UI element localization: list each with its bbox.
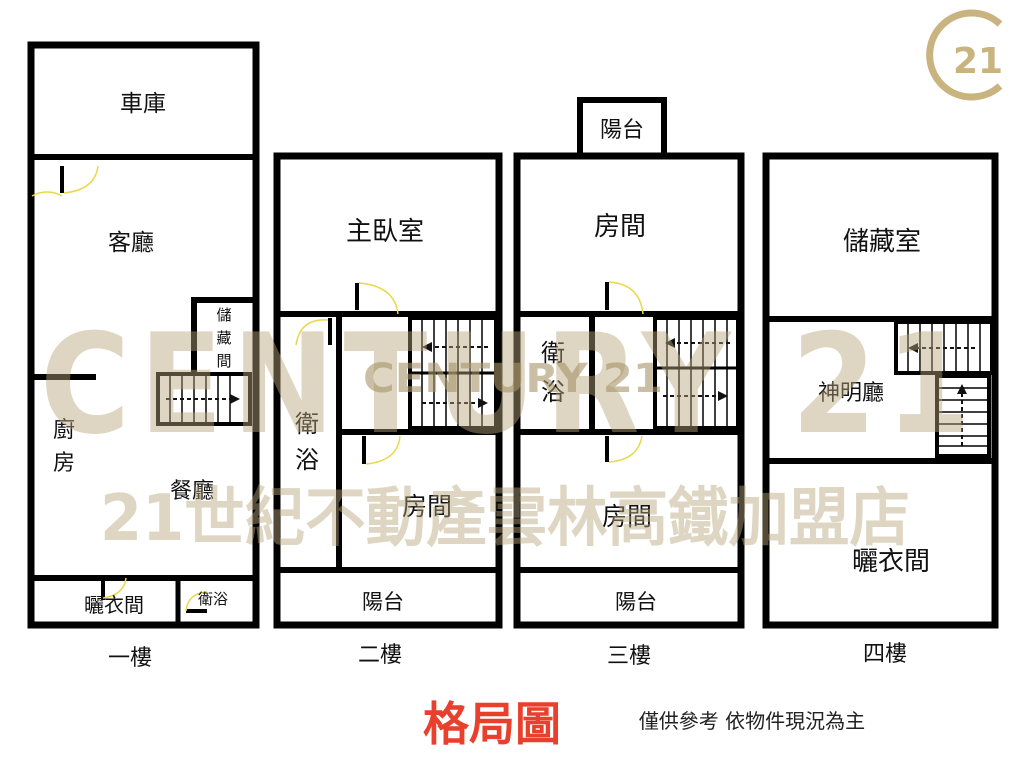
floor-1-laundry-door — [101, 577, 127, 600]
floor-2-plan: 主臥室 衛 浴 房間 陽台 二樓 — [273, 152, 503, 668]
room-label-living: 客廳 — [108, 230, 154, 256]
room-label-room-3-top: 房間 — [594, 212, 646, 242]
watermark-inner: CENTURY 21 — [363, 356, 663, 402]
disclaimer-note: 僅供參考 依物件現況為主 — [639, 709, 865, 733]
century21-logo: 21 — [926, 9, 1003, 101]
room-label-kitchen-2: 房 — [53, 451, 75, 476]
floor-2-room-door — [362, 435, 401, 465]
room-label-storage-1: 儲 — [216, 306, 231, 324]
floor-2-outer-wall — [273, 152, 503, 629]
room-label-shrine: 神明廳 — [818, 381, 884, 406]
floor-plan-title: 格局圖 — [423, 697, 561, 751]
watermark-brand: CENTURY 21 — [40, 304, 980, 465]
room-label-balcony-3-top: 陽台 — [600, 118, 644, 143]
floor-label-4: 四樓 — [863, 642, 907, 667]
room-label-kitchen-1: 廚 — [53, 418, 75, 443]
room-label-dining: 餐廳 — [170, 479, 214, 504]
logo-text: 21 — [953, 41, 1003, 82]
watermark: CENTURY 21 21世紀不動產雲林高鐵加盟店 — [40, 304, 980, 556]
floor-label-2: 二樓 — [358, 643, 402, 668]
floor-3-plan: 陽台 房間 衛 浴 房間 陽台 三樓 — [513, 97, 745, 669]
floor-4-plan: 儲藏室 神明廳 曬衣間 四樓 — [762, 152, 999, 667]
room-label-room-2: 房間 — [402, 492, 452, 521]
floor-3-room-bottom-door — [605, 435, 643, 463]
floor-1-outer-wall — [27, 41, 260, 629]
floor-3-stairs — [653, 316, 740, 430]
watermark-inner-brand: CENTURY 21 — [363, 356, 663, 402]
room-label-balcony-2: 陽台 — [362, 590, 404, 614]
floor-2-master-door — [355, 282, 399, 315]
floor-3-outer-wall — [513, 152, 745, 629]
floor-4-outer-wall — [762, 152, 999, 629]
room-label-bath: 衛浴 — [198, 590, 228, 608]
room-label-bath-3-1: 衛 — [541, 339, 565, 367]
floor-1-storage-wall — [191, 297, 256, 374]
floor-1-bath-door — [185, 591, 208, 613]
room-label-master: 主臥室 — [346, 217, 424, 247]
watermark-store: 21世紀不動產雲林高鐵加盟店 — [100, 482, 910, 556]
room-label-storage-2: 藏 — [216, 329, 231, 347]
room-label-garage: 車庫 — [120, 91, 166, 117]
floor-label-3: 三樓 — [607, 644, 651, 669]
floor-1-stairs — [156, 372, 252, 426]
floor-label-1: 一樓 — [108, 646, 152, 671]
room-label-storage-4: 儲藏室 — [843, 227, 921, 257]
floor-4-stairs-lower — [935, 374, 991, 458]
room-label-laundry: 曬衣間 — [84, 593, 144, 617]
room-label-bath-3-2: 浴 — [541, 378, 565, 406]
room-label-room-3-bottom: 房間 — [602, 502, 652, 531]
floor-1-door — [31, 165, 99, 197]
room-label-balcony-3: 陽台 — [615, 590, 657, 614]
room-label-bath-2-2: 浴 — [295, 446, 319, 474]
room-label-laundry-4: 曬衣間 — [852, 547, 930, 577]
floor-4-stairs-upper — [894, 320, 994, 375]
floor-2-stairs — [408, 316, 498, 430]
room-label-storage-3: 間 — [216, 352, 231, 370]
floor-2-bath-door — [295, 318, 332, 346]
floor-1-plan: 車庫 客廳 儲 藏 間 廚 房 餐廳 曬衣間 衛浴 一樓 — [27, 41, 260, 671]
room-label-bath-2-1: 衛 — [295, 410, 319, 438]
floor-3-room-top-door — [605, 281, 644, 315]
